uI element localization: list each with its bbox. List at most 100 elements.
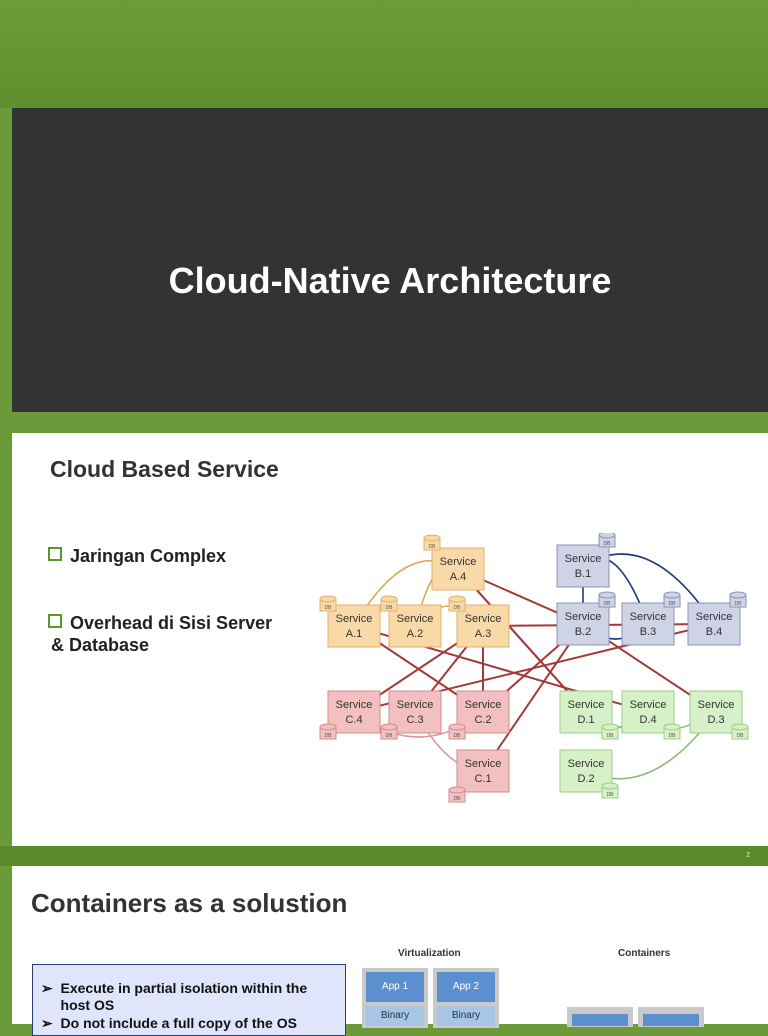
database-label: DB xyxy=(454,733,462,739)
dependency-arrow xyxy=(456,567,587,713)
database-icon: DB xyxy=(448,595,466,612)
slide-heading: Cloud Based Service xyxy=(50,456,279,482)
database-label: DB xyxy=(735,601,743,607)
container-properties-box: ➢ Execute in partial isolation within th… xyxy=(32,964,346,1036)
microservices-diagram: ServiceA.4DBServiceA.1DBServiceA.2DBServ… xyxy=(319,533,749,803)
slide-separator xyxy=(0,846,768,866)
service-label: Service xyxy=(568,699,605,711)
database-label: DB xyxy=(604,601,612,607)
database-icon: DB xyxy=(380,595,398,612)
database-icon: DB xyxy=(448,786,466,803)
service-id: D.2 xyxy=(577,773,594,785)
database-label: DB xyxy=(454,605,462,611)
bullet-overhead: Overhead di Sisi Server & Database xyxy=(48,612,272,656)
service-box xyxy=(456,749,510,793)
database-icon: DB xyxy=(663,723,681,740)
database-label: DB xyxy=(325,605,333,611)
binary-box: Binary xyxy=(366,1006,424,1026)
service-box xyxy=(456,604,510,648)
service-id: A.1 xyxy=(346,628,363,640)
service-box xyxy=(687,602,741,646)
service-label: Service xyxy=(336,613,373,625)
service-id: D.3 xyxy=(707,714,724,726)
database-icon: DB xyxy=(598,533,616,548)
service-id: B.4 xyxy=(706,626,723,638)
database-icon: DB xyxy=(598,591,616,608)
service-id: C.1 xyxy=(474,773,491,785)
virtualization-label: Virtualization xyxy=(398,948,461,959)
app-box: App 2 xyxy=(437,972,495,1002)
service-label: Service xyxy=(397,699,434,711)
containers-label: Containers xyxy=(618,948,671,959)
database-icon: DB xyxy=(319,595,337,612)
database-icon: DB xyxy=(423,534,441,551)
service-id: D.4 xyxy=(639,714,656,726)
service-label: Service xyxy=(397,613,434,625)
slide-title: Cloud-Native Architecture xyxy=(168,260,612,301)
cloud-service-slide[interactable]: Cloud Based Service Jaringan Complex Ove… xyxy=(12,433,768,846)
slide-heading: Containers as a solustion xyxy=(31,888,348,918)
service-id: A.4 xyxy=(450,571,467,583)
service-id: C.2 xyxy=(474,714,491,726)
service-label: Service xyxy=(565,611,602,623)
service-label: Service xyxy=(698,699,735,711)
service-box xyxy=(388,604,442,648)
service-box xyxy=(559,690,613,734)
database-label: DB xyxy=(737,733,745,739)
service-label: Service xyxy=(440,556,477,568)
database-icon: DB xyxy=(601,782,619,799)
database-label: DB xyxy=(604,541,612,547)
service-box xyxy=(388,690,442,734)
container-app-box xyxy=(572,1014,628,1026)
containers-slide[interactable]: Containers as a solustion Virtualization… xyxy=(12,866,768,1036)
service-id: D.1 xyxy=(577,714,594,726)
page-number: 2 xyxy=(746,852,750,859)
list-item: ➢ Execute in partial isolation within th… xyxy=(41,980,308,1013)
service-id: B.1 xyxy=(575,568,592,580)
service-label: Service xyxy=(630,611,667,623)
checkbox-bullet-icon xyxy=(48,547,62,561)
service-id: A.3 xyxy=(475,628,492,640)
service-box xyxy=(327,604,381,648)
database-icon: DB xyxy=(319,723,337,740)
service-id: B.2 xyxy=(575,626,592,638)
database-label: DB xyxy=(669,733,677,739)
service-box xyxy=(456,690,510,734)
database-icon: DB xyxy=(380,723,398,740)
service-label: Service xyxy=(336,699,373,711)
service-box xyxy=(621,602,675,646)
title-slide[interactable]: Cloud-Native Architecture xyxy=(12,108,768,412)
container-app-box xyxy=(643,1014,699,1026)
service-label: Service xyxy=(565,553,602,565)
database-label: DB xyxy=(454,796,462,802)
service-label: Service xyxy=(696,611,733,623)
service-label: Service xyxy=(465,699,502,711)
database-icon: DB xyxy=(731,723,749,740)
dependency-arrow xyxy=(482,622,585,772)
bullet-jaringan-complex: Jaringan Complex xyxy=(48,545,226,567)
binary-box: Binary xyxy=(437,1006,495,1026)
service-box xyxy=(327,690,381,734)
database-icon: DB xyxy=(729,591,747,608)
database-label: DB xyxy=(386,605,394,611)
database-label: DB xyxy=(607,733,615,739)
service-label: Service xyxy=(568,758,605,770)
service-box xyxy=(556,544,610,588)
service-box xyxy=(431,547,485,591)
database-label: DB xyxy=(386,733,394,739)
service-label: Service xyxy=(465,613,502,625)
